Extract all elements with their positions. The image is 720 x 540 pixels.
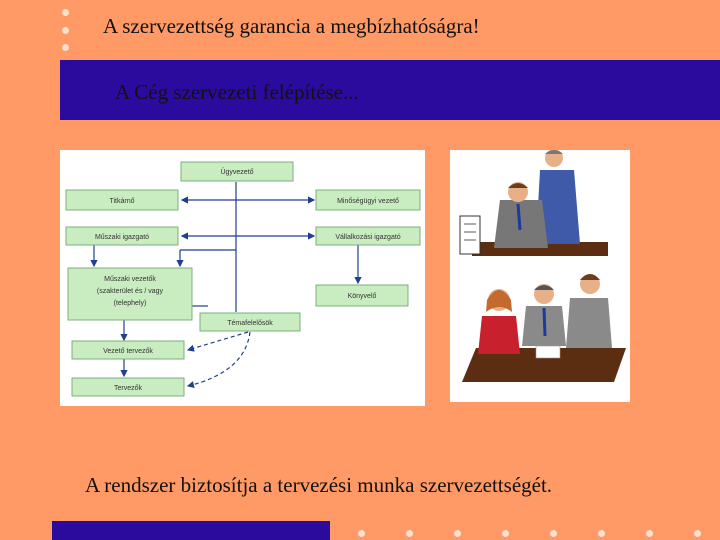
decor-dot bbox=[406, 530, 413, 537]
node-tervezok: Tervezők bbox=[71, 377, 185, 397]
slide-footer: A rendszer biztosítja a tervezési munka … bbox=[85, 473, 553, 497]
slide-subtitle: A Cég szervezeti felépítése... bbox=[115, 80, 359, 104]
node-label: Tervezők bbox=[114, 385, 143, 392]
node-label: (telephely) bbox=[114, 300, 147, 307]
node-label: Könyvelő bbox=[348, 293, 377, 300]
decor-dot bbox=[598, 530, 605, 537]
business-illustration-panel bbox=[450, 150, 630, 402]
node-minosegugyi-vezeto: Minőségügyi vezető bbox=[315, 189, 421, 211]
business-meeting-illustration bbox=[462, 274, 626, 382]
decor-dot bbox=[454, 530, 461, 537]
node-muszaki-vezetok: Műszaki vezetők (szakterület és / vagy (… bbox=[67, 267, 193, 321]
node-titkarno: Titkárnő bbox=[65, 189, 179, 211]
decor-dot bbox=[62, 9, 69, 16]
footer-accent-bar bbox=[52, 521, 330, 540]
decor-dot bbox=[358, 530, 365, 537]
decor-dot bbox=[62, 27, 69, 34]
node-label: Műszaki igazgató bbox=[95, 234, 149, 241]
node-label: Vállalkozási igazgató bbox=[335, 234, 400, 241]
org-chart-panel: Ügyvezető Titkárnő Minőségügyi vezető Mű… bbox=[60, 150, 425, 406]
subtitle-banner: A Cég szervezeti felépítése... bbox=[60, 60, 720, 120]
node-label: (szakterület és / vagy bbox=[97, 288, 164, 295]
node-vezeto-tervezok: Vezető tervezők bbox=[71, 340, 185, 360]
org-chart: Ügyvezető Titkárnő Minőségügyi vezető Mű… bbox=[65, 161, 421, 397]
node-vallalkozasi-igazgato: Vállalkozási igazgató bbox=[315, 226, 421, 246]
slide-title: A szervezettség garancia a megbízhatóság… bbox=[103, 14, 480, 38]
node-muszaki-igazgato: Műszaki igazgató bbox=[65, 226, 179, 246]
decor-dot bbox=[550, 530, 557, 537]
businessmen-at-table-illustration bbox=[459, 150, 608, 256]
node-label: Minőségügyi vezető bbox=[337, 198, 399, 205]
decor-dot bbox=[502, 530, 509, 537]
node-ugyvezeto: Ügyvezető bbox=[180, 161, 294, 182]
node-konyvelo: Könyvelő bbox=[315, 284, 409, 307]
node-label: Vezető tervezők bbox=[103, 348, 153, 355]
node-label: Titkárnő bbox=[109, 198, 134, 205]
dashed-arrow-to-tervezok bbox=[186, 331, 251, 389]
decor-dot bbox=[646, 530, 653, 537]
decor-dot bbox=[62, 44, 69, 51]
dashed-arrow-to-vezeto-tervezok bbox=[186, 331, 249, 352]
node-temafelelosok: Témafelelősök bbox=[199, 312, 301, 332]
node-label: Műszaki vezetők bbox=[104, 276, 156, 283]
node-label: Ügyvezető bbox=[220, 168, 253, 176]
decor-dot bbox=[694, 530, 701, 537]
node-label: Témafelelősök bbox=[227, 320, 273, 327]
business-illustration bbox=[459, 150, 626, 382]
